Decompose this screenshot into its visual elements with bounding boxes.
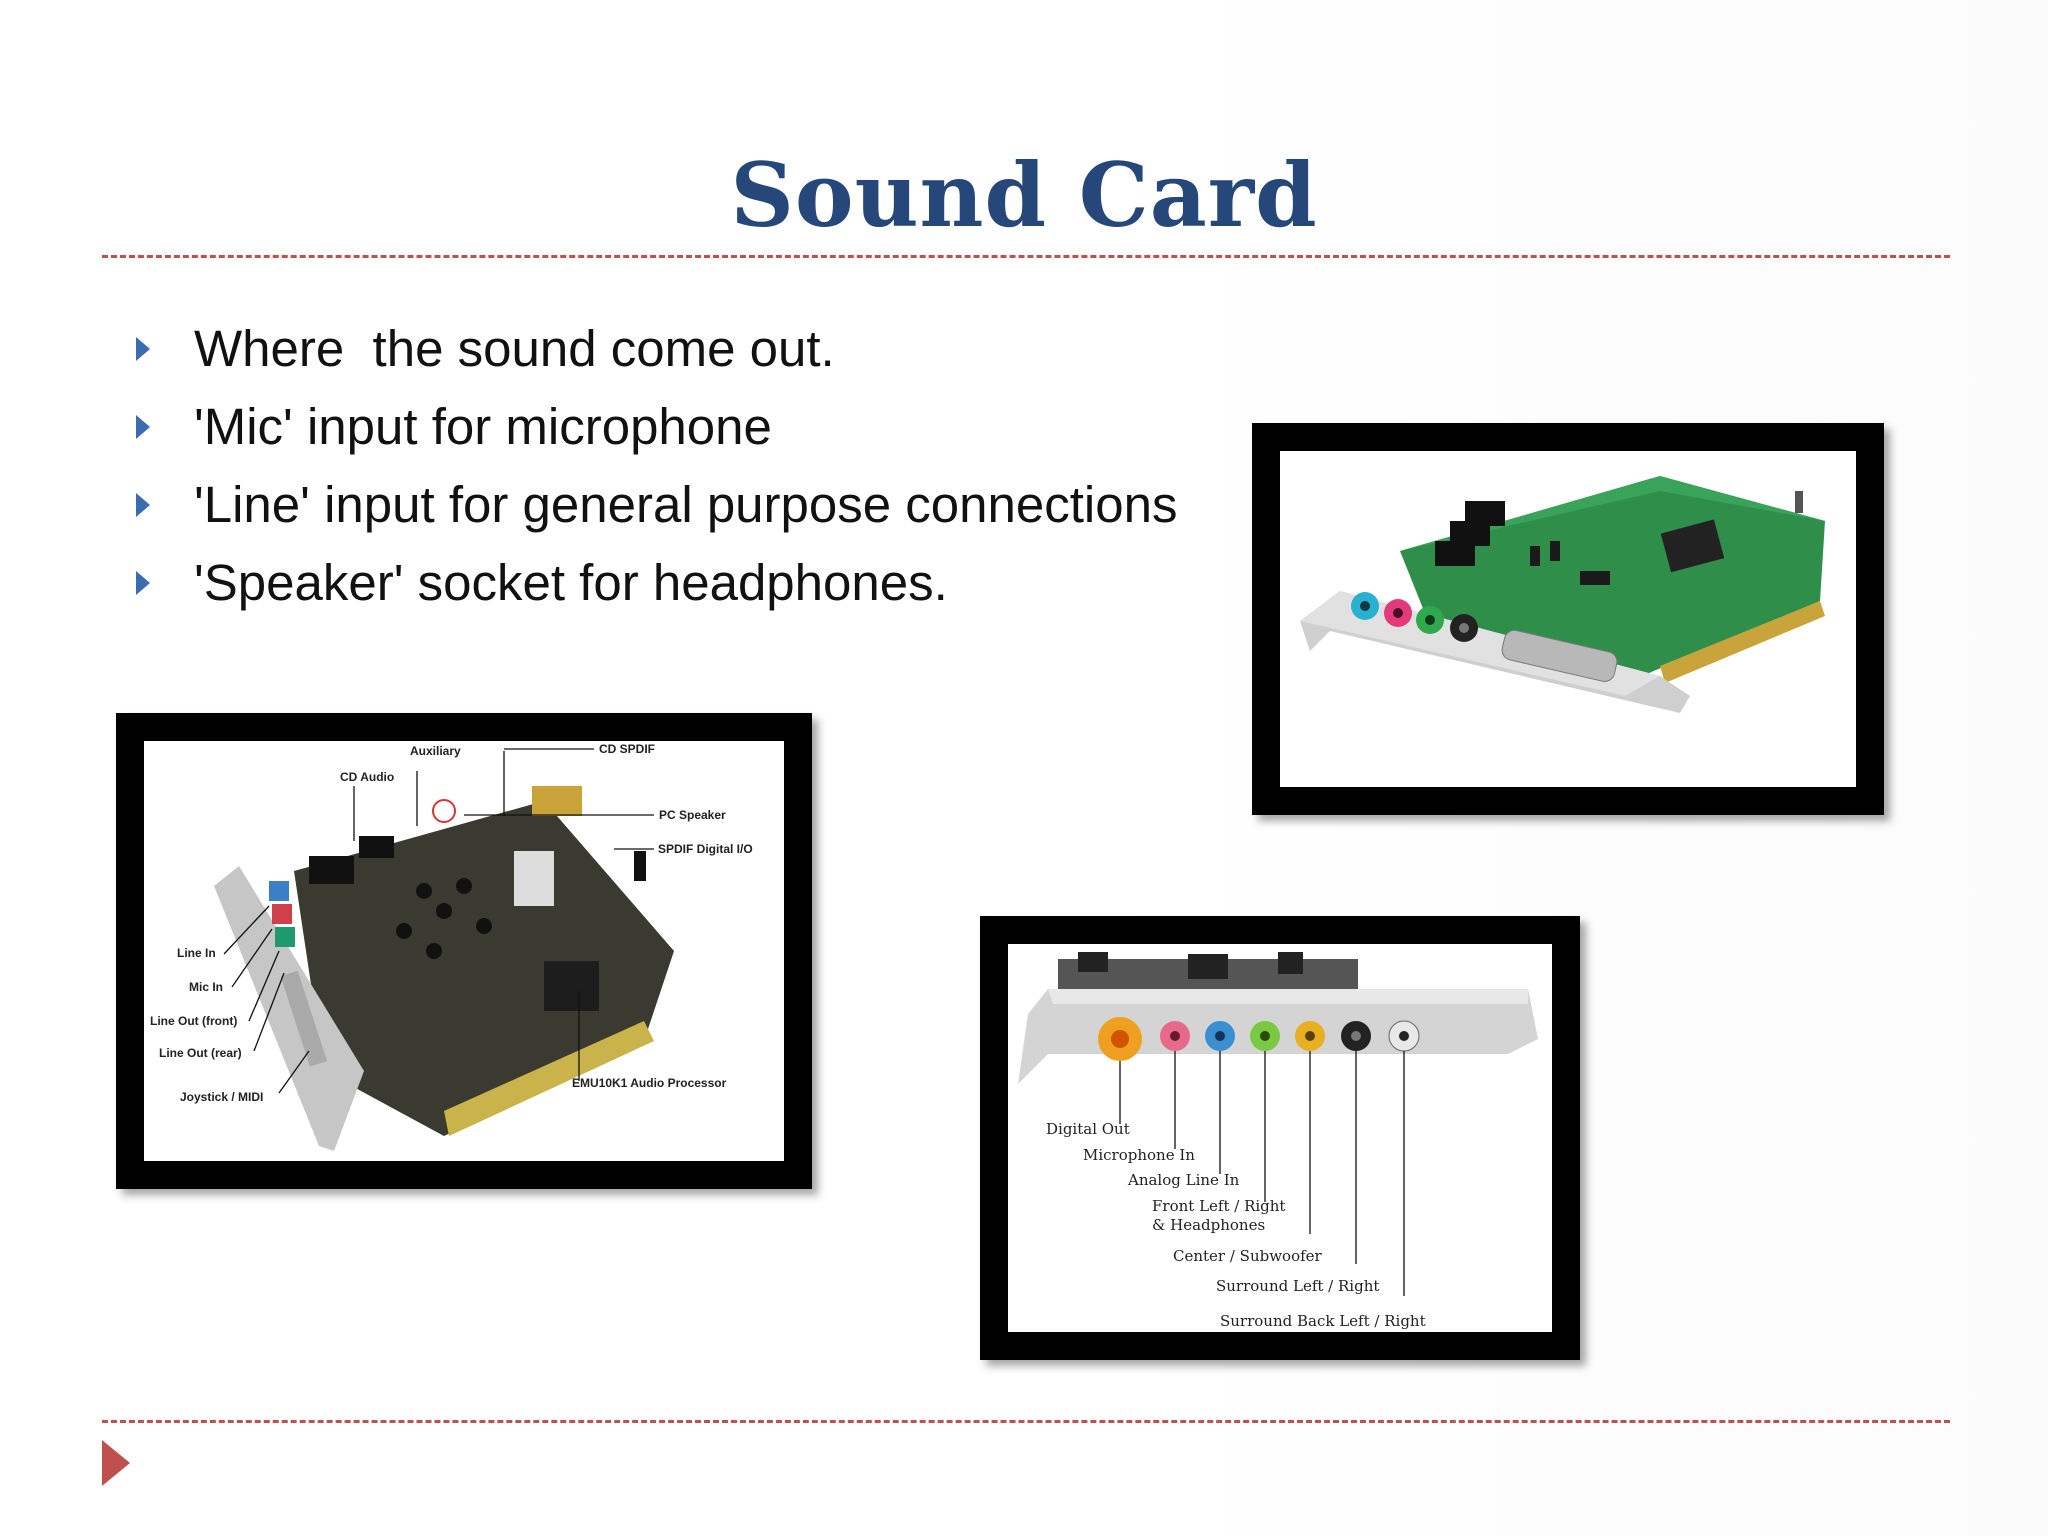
label-surround-back: Surround Back Left / Right: [1220, 1312, 1426, 1330]
label-line-in: Line In: [177, 946, 216, 960]
label-surround-left-right: Surround Left / Right: [1216, 1277, 1379, 1295]
labeled-sound-card-diagram: Auxiliary CD SPDIF CD Audio PC Speaker S…: [150, 742, 753, 1151]
sound-card-photo-frame: [1252, 423, 1884, 815]
label-headphones: & Headphones: [1152, 1216, 1265, 1234]
bullet-arrow-icon: [136, 337, 150, 361]
bullet-text: Where the sound come out.: [194, 320, 835, 377]
label-cd-spdif: CD SPDIF: [599, 742, 655, 756]
slide-title: Sound Card: [730, 143, 1318, 247]
label-line-out-rear: Line Out (rear): [159, 1046, 242, 1060]
sound-card-photo: [1300, 476, 1825, 713]
bullet-arrow-icon: [136, 571, 150, 595]
bullet-arrow-icon: [136, 493, 150, 517]
label-front-left-right: Front Left / Right: [1152, 1197, 1285, 1215]
label-pc-speaker: PC Speaker: [659, 808, 726, 822]
bullet-text: 'Line' input for general purpose connect…: [194, 476, 1178, 533]
top-dashed-rule: [102, 255, 1950, 258]
label-microphone-in: Microphone In: [1083, 1146, 1195, 1164]
label-mic-in: Mic In: [189, 980, 223, 994]
labeled-sound-card-frame: Auxiliary CD SPDIF CD Audio PC Speaker S…: [116, 713, 812, 1189]
label-analog-line-in: Analog Line In: [1127, 1171, 1240, 1189]
label-digital-out: Digital Out: [1046, 1120, 1130, 1138]
bullet-text: 'Speaker' socket for headphones.: [194, 554, 948, 611]
label-joystick-midi: Joystick / MIDI: [180, 1090, 263, 1104]
bottom-dashed-rule: [102, 1420, 1950, 1423]
labeled-bracket-diagram: Digital Out Microphone In Analog Line In…: [1018, 952, 1538, 1330]
labeled-bracket-frame: Digital Out Microphone In Analog Line In…: [980, 916, 1580, 1360]
label-cd-audio: CD Audio: [340, 770, 394, 784]
label-center-subwoofer: Center / Subwoofer: [1173, 1247, 1323, 1265]
bullet-arrow-icon: [136, 415, 150, 439]
label-emu10k1: EMU10K1 Audio Processor: [572, 1076, 727, 1090]
footer-triangle-icon: [102, 1440, 130, 1486]
label-auxiliary: Auxiliary: [410, 744, 461, 758]
label-line-out-front: Line Out (front): [150, 1014, 237, 1028]
label-spdif-digital-io: SPDIF Digital I/O: [658, 842, 753, 856]
bullet-text: 'Mic' input for microphone: [194, 398, 772, 455]
